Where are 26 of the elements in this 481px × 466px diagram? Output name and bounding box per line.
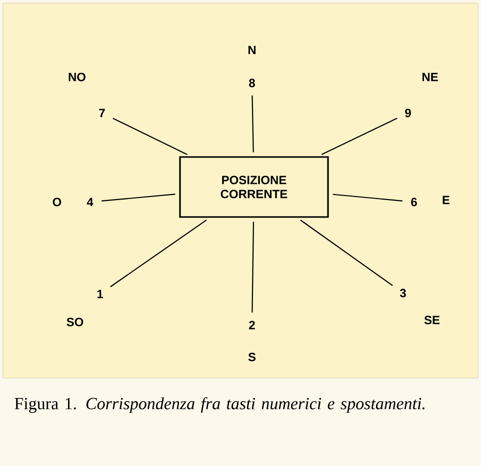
key-number: 7 — [99, 108, 105, 118]
key-number: 9 — [405, 108, 411, 118]
connector-line — [252, 95, 254, 152]
connector-line — [252, 222, 254, 313]
direction-label: S — [248, 352, 256, 362]
connector-line — [300, 220, 393, 286]
direction-label: SE — [424, 316, 440, 324]
direction-label: SO — [66, 318, 84, 326]
connector-line — [112, 118, 188, 155]
key-number: 6 — [411, 198, 417, 206]
direction-label: E — [442, 196, 450, 204]
key-number: 2 — [249, 320, 255, 330]
connector-line — [332, 194, 403, 202]
direction-label: O — [52, 198, 62, 206]
key-number: 3 — [400, 288, 406, 298]
position-box: POSIZIONE CORRENTE — [179, 156, 329, 218]
direction-label: N — [248, 46, 256, 54]
key-number: 4 — [86, 198, 94, 206]
direction-label: NO — [68, 72, 86, 82]
direction-label: NE — [422, 72, 438, 82]
connector-line — [101, 194, 176, 202]
caption: Figura 1. Corrispondenza fra tasti numerici e spostamenti. — [14, 397, 424, 413]
connector-line — [110, 220, 207, 288]
key-number: 1 — [97, 290, 103, 298]
key-number: 8 — [249, 78, 255, 88]
connector-line — [321, 118, 398, 155]
